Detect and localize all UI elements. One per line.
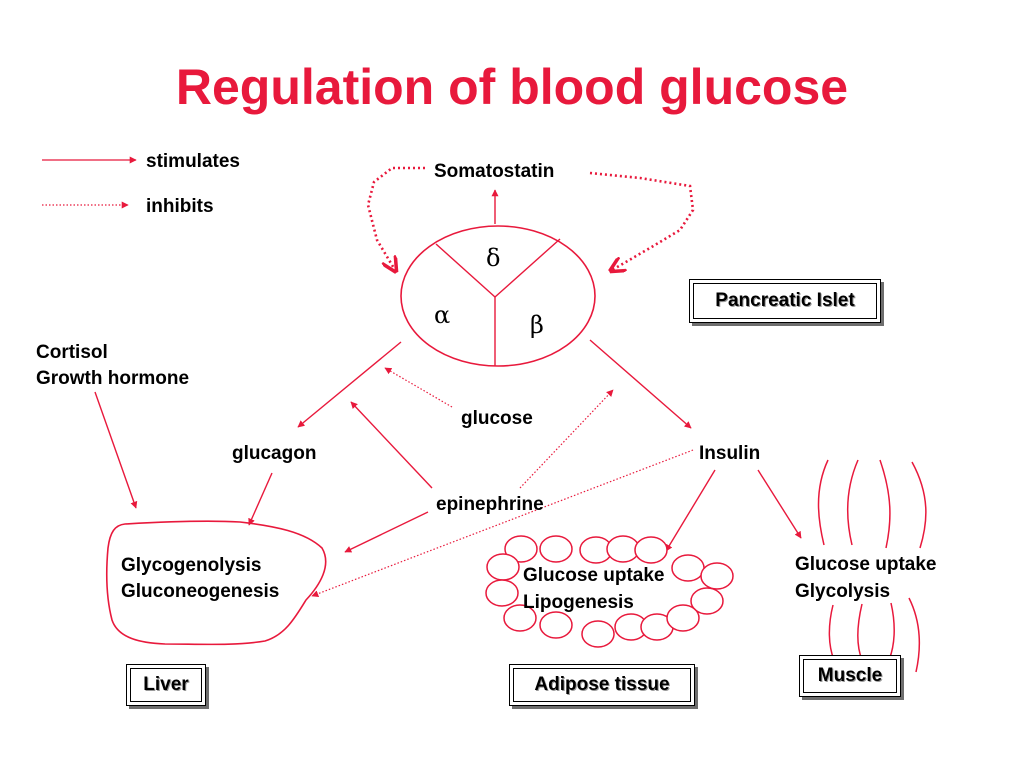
adipose-tissue-box: Adipose tissue — [509, 664, 695, 706]
adipose-cell — [690, 587, 724, 615]
adipose-cell — [581, 620, 615, 648]
liver-effect-gluconeogenesis: Gluconeogenesis — [121, 581, 280, 602]
arrow-insulin-inhibits-liver — [311, 449, 694, 598]
adipose-cells — [485, 535, 734, 648]
adipose-cell — [666, 604, 700, 632]
pancreatic-islet-label: Pancreatic Islet — [693, 283, 877, 319]
adipose-cell — [539, 611, 573, 639]
growth-hormone-label: Growth hormone — [36, 368, 190, 389]
adipose-cell — [700, 562, 734, 590]
adipose-tissue-label: Adipose tissue — [513, 668, 691, 702]
delta-cell-label: δ — [486, 244, 501, 272]
muscle-label: Muscle — [803, 659, 897, 693]
somatostatin-label: Somatostatin — [434, 161, 555, 182]
pancreatic-islet-box: Pancreatic Islet — [689, 279, 881, 323]
muscle-effect-glycolysis: Glycolysis — [795, 581, 891, 602]
arrow-alpha-to-glucagon — [297, 341, 402, 428]
adipose-cell — [504, 535, 538, 563]
adipose-cell — [606, 535, 640, 563]
arrow-insulin-to-muscle — [757, 469, 802, 539]
adipose-cell — [486, 553, 520, 581]
glucose-label: glucose — [461, 408, 533, 429]
muscle-fiber — [817, 459, 829, 546]
adipose-cell — [539, 535, 573, 563]
arrow-glucagon-to-liver — [248, 472, 273, 526]
adipose-cell — [503, 604, 537, 632]
islet-partition-line — [435, 243, 496, 298]
muscle-effect-glucose-uptake: Glucose uptake — [795, 554, 937, 575]
liver-box: Liver — [126, 664, 206, 706]
arrow-glucose-inhibits-alpha — [384, 367, 453, 408]
arrow-insulin-to-adipose — [665, 469, 716, 552]
islet-partition-line — [494, 238, 561, 298]
pancreatic-islet-ellipse — [400, 225, 596, 367]
adipose-cell — [671, 554, 705, 582]
muscle-fiber — [908, 597, 921, 673]
muscle-fiber — [911, 461, 927, 549]
muscle-box: Muscle — [799, 655, 901, 697]
muscle-fiber — [828, 604, 835, 661]
liver-outline — [106, 520, 327, 646]
arrow-somatostatin-inhibits-alpha — [366, 166, 425, 270]
adipose-effect-glucose-uptake: Glucose uptake — [523, 565, 665, 586]
adipose-effect-lipogenesis: Lipogenesis — [523, 592, 634, 613]
glucagon-label: glucagon — [232, 443, 317, 464]
arrow-epinephrine-inhibits-beta — [519, 389, 614, 489]
adipose-cell — [485, 579, 519, 607]
page-title: Regulation of blood glucose — [175, 59, 849, 115]
arrow-epinephrine-to-liver — [344, 511, 429, 553]
legend-stimulates-label: stimulates — [146, 151, 240, 172]
arrow-cortisol-to-liver — [94, 391, 138, 509]
alpha-cell-label: α — [434, 301, 451, 329]
liver-label: Liver — [130, 668, 202, 702]
muscle-fiber — [888, 602, 895, 661]
liver-effect-glycogenolysis: Glycogenolysis — [121, 555, 262, 576]
cortisol-label: Cortisol — [36, 342, 108, 363]
beta-cell-label: β — [530, 311, 544, 339]
arrow-epinephrine-to-alpha — [350, 401, 433, 489]
arrow-beta-to-insulin — [589, 339, 692, 429]
muscle-fiber — [847, 459, 859, 546]
muscle-fiber — [879, 459, 891, 549]
arrow-somatostatin-inhibits-beta — [589, 171, 695, 270]
epinephrine-label: epinephrine — [436, 494, 544, 515]
insulin-label: Insulin — [699, 443, 761, 464]
adipose-cell — [634, 536, 668, 564]
legend-inhibits-label: inhibits — [146, 196, 214, 217]
muscle-fiber — [857, 603, 863, 661]
